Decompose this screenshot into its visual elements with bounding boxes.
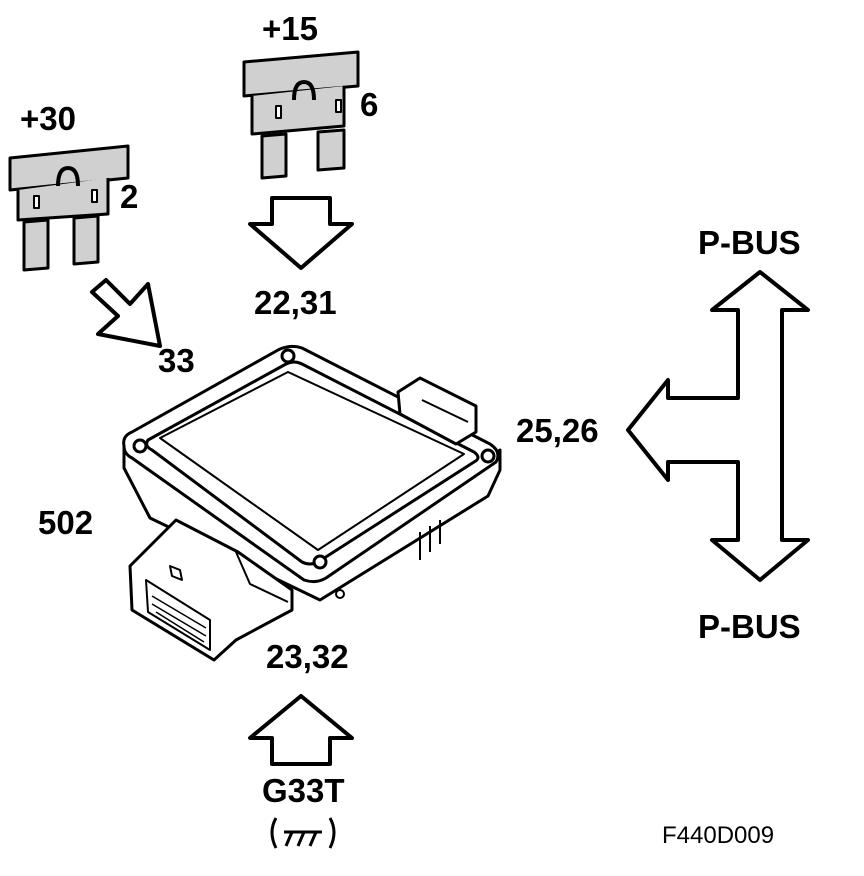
pin-label-ground: 23,32 bbox=[266, 638, 349, 675]
pin-label-30: 33 bbox=[158, 342, 195, 379]
p-bus-top-label: P-BUS bbox=[698, 224, 801, 261]
p-bus-double-arrow bbox=[626, 270, 810, 582]
ground-point-label: G33T bbox=[262, 772, 345, 809]
fuse-top-supply-label: +15 bbox=[262, 10, 318, 47]
pin-label-15: 22,31 bbox=[254, 284, 337, 321]
figure-code-label: F440D009 bbox=[662, 822, 775, 849]
module-number-label: 502 bbox=[38, 504, 94, 541]
pin-label-bus: 25,26 bbox=[516, 412, 599, 449]
fuse-left-number-label: 2 bbox=[120, 178, 139, 215]
ground-symbol bbox=[270, 817, 336, 849]
fuse-left bbox=[8, 144, 130, 272]
control-module bbox=[122, 344, 502, 662]
fuse-top bbox=[242, 50, 360, 180]
fuse-top-number-label: 6 bbox=[360, 86, 379, 123]
fuse-left-supply-label: +30 bbox=[20, 100, 76, 137]
p-bus-bottom-label: P-BUS bbox=[698, 608, 801, 645]
arrow-up-from-ground bbox=[248, 694, 354, 766]
arrow-diag-from-30 bbox=[90, 278, 162, 348]
arrow-down-from-15 bbox=[248, 196, 354, 270]
